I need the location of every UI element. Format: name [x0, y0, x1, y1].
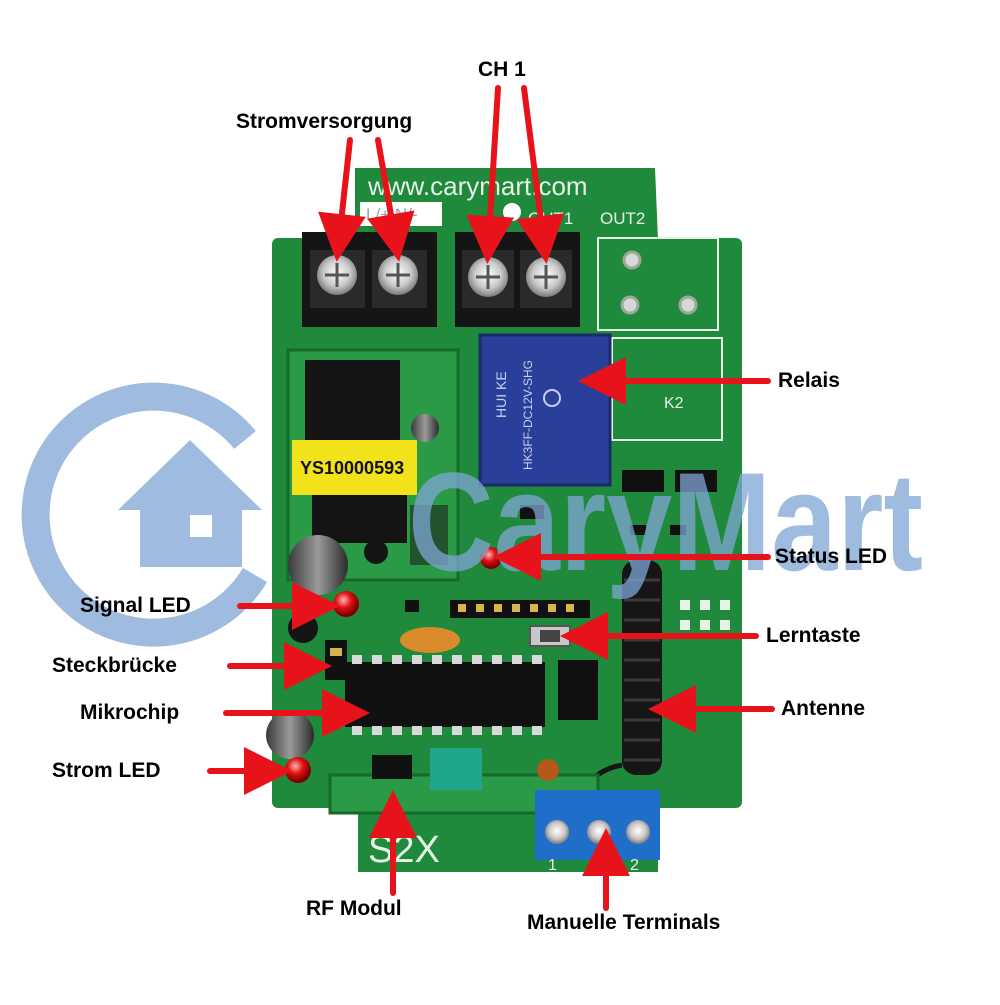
- label-microchip: Mikrochip: [80, 701, 180, 724]
- eeprom-chip: [558, 660, 598, 720]
- learn-button-component: [529, 625, 571, 647]
- out2-label: OUT2: [600, 209, 645, 228]
- signal-led-component: [333, 591, 359, 617]
- header-pin-row: [450, 600, 590, 618]
- right-pad-row: [680, 600, 730, 630]
- mounting-hole: [503, 203, 521, 221]
- out1-label: OUT1: [528, 209, 573, 228]
- callout-arrows: [207, 85, 775, 911]
- ceramic-capacitor: [400, 627, 460, 653]
- watermark-text: CaryMart: [408, 443, 923, 600]
- transistor: [364, 540, 388, 564]
- relay-brand: HUI KE: [493, 371, 509, 418]
- solder-pad: [620, 295, 640, 315]
- screw-icon: [545, 820, 569, 844]
- power-supply-subboard: YS10000593: [286, 348, 460, 595]
- transformer-code: YS10000593: [300, 458, 404, 478]
- rf-inductor: [430, 748, 482, 790]
- label-learn-button: Lerntaste: [766, 624, 861, 647]
- label-ch1: CH 1: [478, 58, 526, 81]
- label-manual-terminals: Manuelle Terminals: [527, 911, 721, 934]
- arrow-ch1-left: [466, 85, 515, 264]
- relay-model: HK3FF-DC12V-SHG: [521, 360, 535, 470]
- module-label: S2X: [368, 829, 440, 871]
- rf-coil: [537, 759, 559, 781]
- electrolytic-capacitor: [288, 535, 348, 595]
- arrow-power-supply-left: [318, 137, 366, 262]
- label-signal-led: Signal LED: [80, 594, 191, 617]
- label-power-led: Strom LED: [52, 759, 161, 782]
- label-antenna: Antenne: [781, 697, 865, 720]
- transistor: [288, 613, 318, 643]
- watermark: CaryMart: [21, 382, 923, 647]
- label-power-supply: Stromversorgung: [236, 110, 413, 133]
- solder-pad: [622, 250, 642, 270]
- board-website: www.carymart.com: [367, 171, 588, 201]
- label-rf-module: RF Modul: [306, 897, 402, 920]
- screw-terminal-block-power: [302, 232, 437, 327]
- label-status-led: Status LED: [775, 545, 888, 568]
- terminal-number: 2: [630, 857, 639, 874]
- terminal-number: 3: [590, 857, 599, 874]
- label-jumper: Steckbrücke: [52, 654, 177, 677]
- screw-terminal-block-ch1: [455, 232, 580, 327]
- transformer-label-box: [292, 440, 417, 495]
- jumper-component: [325, 640, 347, 680]
- power-led-component: [285, 757, 311, 783]
- k2-label: K2: [664, 395, 684, 412]
- arrow-power-supply-right: [367, 137, 415, 262]
- watermark-ring: [21, 382, 268, 647]
- pcb-silkscreen-outline: [597, 237, 719, 331]
- k2-outline: [611, 337, 723, 441]
- capacitor-block: [305, 360, 400, 445]
- screw-icon: [626, 820, 650, 844]
- label-relay: Relais: [778, 369, 840, 392]
- terminal-number: 1: [548, 857, 557, 874]
- house-icon: [118, 440, 262, 567]
- smd-components: [405, 470, 717, 612]
- solder-pad: [678, 295, 698, 315]
- microchip-component: [345, 655, 545, 735]
- electrolytic-capacitor: [266, 711, 314, 759]
- small-capacitor: [411, 414, 439, 442]
- arrow-ch1-right: [516, 85, 565, 264]
